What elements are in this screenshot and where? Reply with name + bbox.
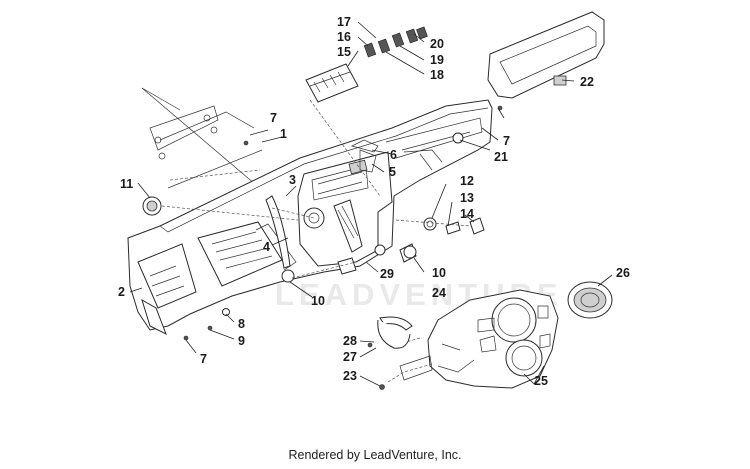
dashboard-drawing [127,11,613,390]
callout-6: 6 [390,148,397,162]
callout-27: 27 [343,350,357,364]
callout-26: 26 [616,266,630,280]
callout-2: 2 [118,285,125,299]
callout-10-left: 10 [311,294,325,308]
callout-20: 20 [430,37,444,51]
callout-29: 29 [380,267,394,281]
callout-labels: 1 2 3 4 5 6 7 7 7 7 8 9 10 10 11 12 13 1… [118,15,630,388]
callout-1: 1 [280,127,287,141]
switch-panel [305,63,359,103]
callout-8: 8 [238,317,245,331]
callout-7-bottom-left: 7 [200,352,207,366]
callout-23: 23 [343,369,357,383]
callout-14: 14 [460,207,474,221]
callout-15: 15 [337,45,351,59]
callout-3: 3 [289,173,296,187]
callout-12: 12 [460,174,474,188]
callout-4: 4 [263,240,270,254]
callout-19: 19 [430,53,444,67]
callout-21: 21 [494,150,508,164]
callout-5: 5 [389,165,396,179]
callout-10-right: 10 [432,266,446,280]
render-credit: Rendered by LeadVenture, Inc. [288,448,462,462]
callout-13: 13 [460,191,474,205]
leader-lines [129,21,613,387]
instrument-visor [487,11,605,99]
callout-28: 28 [343,334,357,348]
callout-7-top-right: 7 [503,134,510,148]
callout-18: 18 [430,68,444,82]
callout-16: 16 [337,30,351,44]
callout-25: 25 [534,374,548,388]
callout-17: 17 [337,15,351,29]
callout-9: 9 [238,334,245,348]
callout-24: 24 [432,286,446,300]
callout-11: 11 [120,177,133,191]
callout-7-top-left: 7 [270,111,277,125]
callout-22: 22 [580,75,594,89]
